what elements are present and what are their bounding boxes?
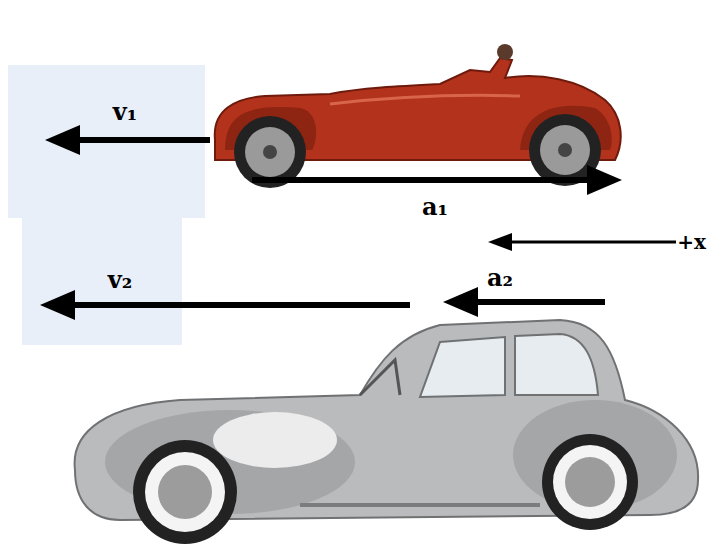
acceleration-arrow xyxy=(476,299,605,305)
label-holder: +x xyxy=(677,231,706,253)
axis-arrow xyxy=(508,241,676,244)
car-window xyxy=(420,337,505,397)
car-wheel xyxy=(133,440,237,544)
label-holder: a₂ xyxy=(487,265,513,291)
car-wheel-hub xyxy=(565,457,615,507)
red-roadster xyxy=(215,44,621,188)
label-holder: a₁ xyxy=(422,194,448,220)
vector-label: v₂ xyxy=(108,267,132,293)
car-wheel-hub xyxy=(540,125,590,175)
car-wheel-center xyxy=(558,143,572,157)
silver-sedan xyxy=(75,320,699,544)
axis-label: +x xyxy=(677,231,706,253)
arrowhead xyxy=(488,233,512,251)
vector-label: v₁ xyxy=(113,99,137,125)
label-holder: v₁ xyxy=(113,99,137,125)
arrowhead xyxy=(443,287,478,317)
car-wheel-hub xyxy=(245,127,295,177)
acceleration-arrow xyxy=(252,177,590,183)
car-body xyxy=(75,320,699,520)
vector-arrows xyxy=(40,125,676,320)
label-holder: v₂ xyxy=(108,267,132,293)
vector-label: a₁ xyxy=(422,194,448,220)
driver-head xyxy=(497,44,513,60)
velocity-arrow xyxy=(76,137,210,143)
whitewall xyxy=(145,452,225,532)
car-highlight xyxy=(330,95,520,104)
running-board xyxy=(300,503,540,507)
car-window xyxy=(515,334,598,395)
arrowhead xyxy=(45,125,80,155)
arrowhead xyxy=(587,165,622,195)
car-wheel-center xyxy=(263,145,277,159)
whitewall xyxy=(553,445,627,519)
car-wheel xyxy=(542,434,638,530)
fender-panel xyxy=(213,412,337,468)
vector-label: a₂ xyxy=(487,265,513,291)
arrowhead xyxy=(40,290,75,320)
windshield-frame xyxy=(360,360,400,395)
velocity-arrow xyxy=(72,302,410,308)
car-wheel-hub xyxy=(158,465,212,519)
